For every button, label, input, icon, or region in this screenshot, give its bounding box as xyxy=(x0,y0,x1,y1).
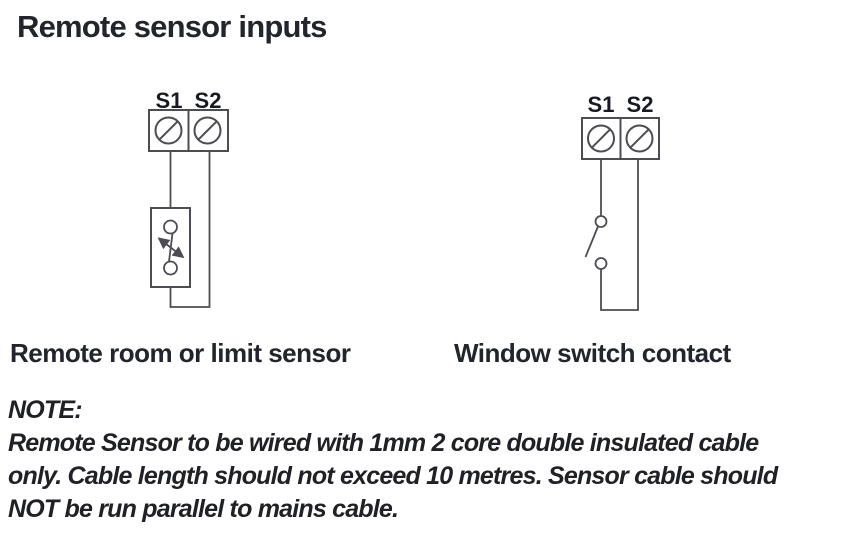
terminal-block xyxy=(148,109,229,152)
screw-terminal-icon xyxy=(587,124,615,153)
caption-remote-room-sensor: Remote room or limit sensor xyxy=(10,338,351,368)
caption-window-switch: Window switch contact xyxy=(454,338,731,368)
terminal-label-s1: S1 xyxy=(588,92,615,117)
screw-terminal-icon xyxy=(154,116,183,145)
switch-symbol xyxy=(584,215,608,270)
terminal-label-s2: S2 xyxy=(627,92,654,117)
diagram-window-switch: S1 S2 xyxy=(581,92,660,311)
wire-switch-to-s2 xyxy=(600,159,639,311)
terminal-label-s1: S1 xyxy=(156,88,183,113)
note-line: Remote Sensor to be wired with 1mm 2 cor… xyxy=(8,429,759,457)
note-block: NOTE: Remote Sensor to be wired with 1mm… xyxy=(8,394,778,526)
terminal-label-s2: S2 xyxy=(195,88,222,113)
variable-arrow-icon xyxy=(157,237,185,259)
wire-sensor-to-s2 xyxy=(169,151,211,308)
note-line: only. Cable length should not exceed 10 … xyxy=(8,462,778,490)
diagram-remote-room-sensor: S1 S2 xyxy=(148,88,229,308)
note-heading: NOTE: xyxy=(8,396,83,424)
terminal-block xyxy=(581,117,660,160)
sensor-symbol xyxy=(150,207,191,288)
page-title: Remote sensor inputs xyxy=(17,9,327,44)
note-line: NOT be run parallel to mains cable. xyxy=(8,495,399,523)
screw-terminal-icon xyxy=(625,124,654,153)
screw-terminal-icon xyxy=(193,116,222,145)
switch-lever xyxy=(584,226,599,258)
